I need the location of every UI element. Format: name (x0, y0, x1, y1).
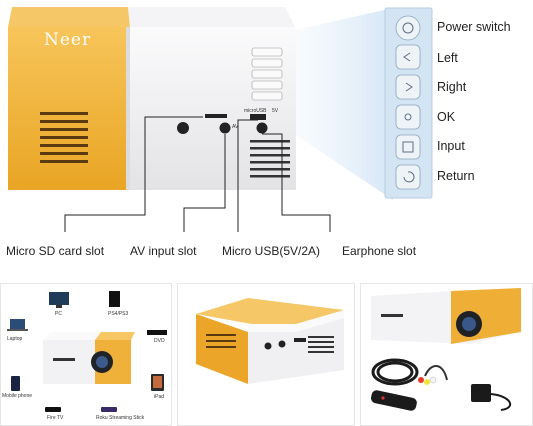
projector-back-view-photo (8, 7, 433, 232)
device-label-mobile: Mobile phone (2, 393, 33, 399)
port-label-av: AV (232, 124, 239, 130)
remote-control (370, 390, 417, 411)
callout-lines (64, 116, 331, 232)
port-label-usb: microUSB (244, 108, 267, 114)
yellow-vent-grille (40, 112, 88, 163)
device-label-roku: Roku Streaming Stick (96, 415, 145, 421)
device-label-ps4: PS4/PS3 (108, 311, 129, 317)
device-label-laptop: Laptop (7, 336, 23, 342)
control-buttons (395, 15, 421, 190)
projector-yellow-shell (8, 27, 126, 190)
console-icon (109, 291, 120, 307)
button-label-right: Right (437, 80, 467, 94)
monitor-icon (49, 292, 69, 308)
usb-port (250, 114, 266, 120)
sd-slot-marker (177, 122, 189, 134)
mini-projector-icon (43, 332, 135, 384)
white-vent-grille (250, 140, 290, 178)
av-cable (424, 365, 448, 381)
callout-micro-sd: Micro SD card slot (6, 244, 105, 258)
device-label-dvd: DVD (154, 338, 165, 344)
tablet-icon (151, 374, 164, 391)
projector-top-yellow (8, 7, 130, 27)
side-view-panel (177, 283, 355, 426)
projector-top-white (128, 7, 295, 27)
phone-icon (11, 376, 20, 391)
micro-sd-slot (205, 114, 227, 118)
device-label-pc: PC (55, 311, 62, 317)
device-label-firetv: Fire TV (47, 415, 64, 421)
cable-coil (371, 358, 419, 386)
connectivity-illustration (7, 291, 167, 412)
package-contents-photo (370, 288, 521, 411)
brand-logo-text: Neer (44, 30, 92, 50)
button-label-return: Return (437, 169, 475, 183)
roku-stick-icon (101, 407, 117, 412)
package-contents-panel (360, 283, 533, 426)
button-label-left: Left (437, 51, 458, 65)
callout-micro-usb: Micro USB(5V/2A) (222, 244, 321, 258)
port-label-dc: 5V (272, 108, 279, 114)
dvd-player-icon (147, 330, 167, 335)
callout-av-input: AV input slot (130, 244, 197, 258)
button-label-input: Input (437, 139, 465, 153)
button-label-ok: OK (437, 110, 456, 124)
av-port (219, 122, 231, 134)
laptop-icon (7, 319, 28, 331)
projector-side-photo (196, 298, 344, 384)
top-button-strip (251, 47, 283, 101)
callout-earphone: Earphone slot (342, 244, 417, 258)
earphone-port (256, 122, 268, 134)
button-label-power: Power switch (437, 20, 511, 34)
fire-tv-stick-icon (45, 407, 61, 412)
connectivity-panel: PC PS4/PS3 Laptop DVD Mobile phone iPad … (0, 283, 172, 426)
power-adapter (471, 384, 491, 402)
device-label-ipad: iPad (154, 394, 165, 400)
